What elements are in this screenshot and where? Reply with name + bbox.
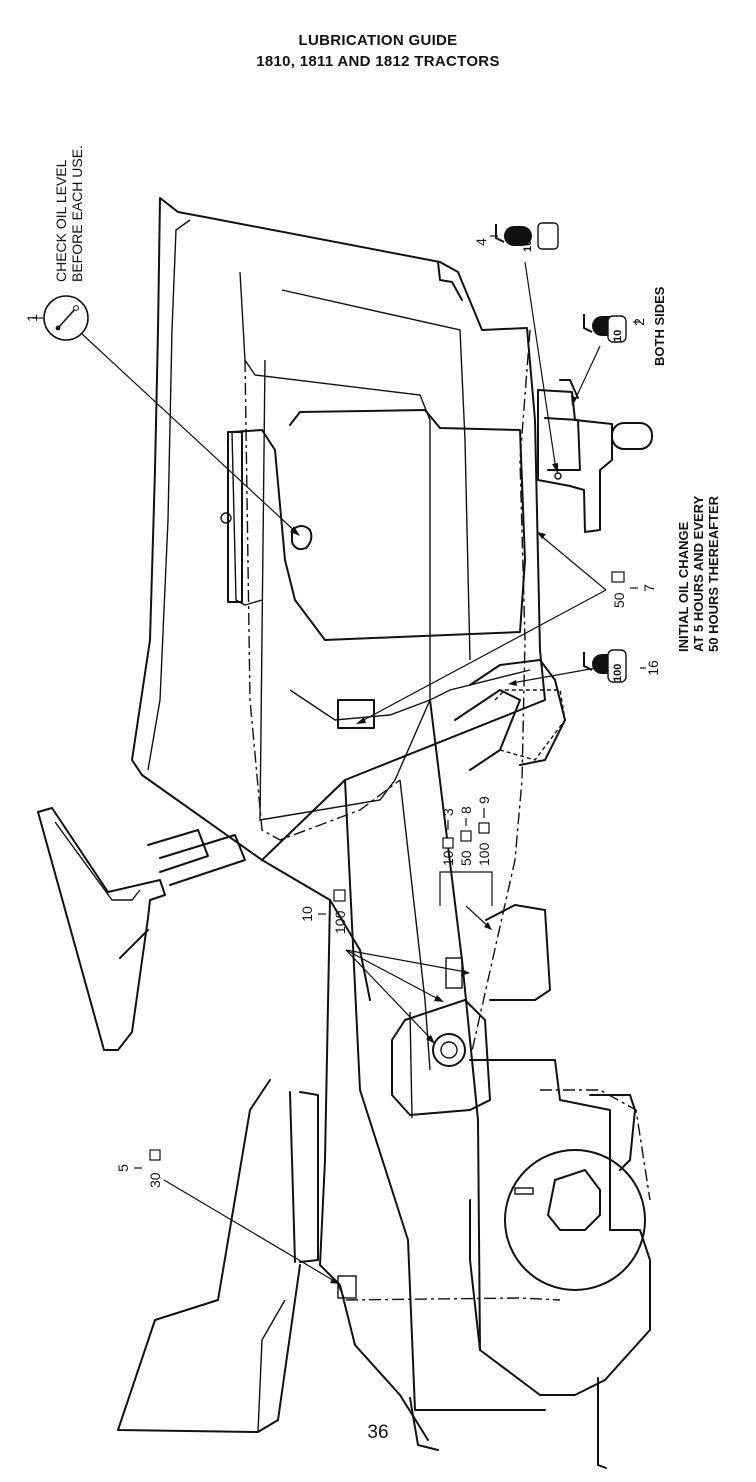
hood-inner-panel — [240, 272, 430, 820]
rear-axle-dash — [336, 1280, 560, 1300]
callouts-3-8-9: 10 3 50 8 100 9 — [440, 796, 492, 930]
oil-change-note-line-1: INITIAL OIL CHANGE — [676, 521, 691, 652]
callout-1: 1 CHECK OIL LEVEL BEFORE EACH USE. — [24, 145, 300, 536]
oil-drain-plug-housing — [338, 700, 374, 728]
callout-hours: 10 — [612, 330, 624, 342]
callout-8-hours: 50 — [458, 850, 474, 866]
callout-number: 5 — [115, 1164, 131, 1172]
pedal-pad — [455, 690, 520, 770]
callout-hours: 10 — [522, 240, 534, 252]
callout-16: 100 16 — [508, 650, 661, 686]
callout-number: 16 — [645, 660, 661, 676]
callout-hours: 100 — [332, 910, 348, 934]
callout-3-number: 3 — [440, 808, 456, 816]
engine-block — [232, 410, 525, 640]
seat-and-fender — [118, 900, 438, 1450]
callout-3-hours: 10 — [440, 850, 456, 866]
callout-8-number: 8 — [458, 806, 474, 814]
callout-9-hours: 100 — [476, 842, 492, 866]
steering-wheel — [38, 808, 208, 1050]
callout-4: 10 4 — [473, 223, 558, 474]
check-oil-note-line-1: CHECK OIL LEVEL — [53, 159, 69, 282]
page-number: 36 — [0, 1422, 756, 1444]
front-axle-assembly — [538, 380, 652, 532]
callout-5: 5 30 — [115, 1150, 340, 1284]
callout-9-number: 9 — [476, 796, 492, 804]
callout-number: 4 — [473, 238, 489, 246]
hood-fastener — [221, 513, 231, 523]
tractor-drawing — [38, 198, 652, 1468]
callout-10: 10 100 — [299, 890, 470, 1044]
frame-rail-mid — [400, 780, 430, 1070]
hood-grille-panel — [282, 290, 470, 660]
check-oil-note-line-2: BEFORE EACH USE. — [69, 145, 85, 282]
frame-rail-bottom — [430, 700, 480, 1350]
callout-hours: 50 — [611, 592, 627, 608]
oil-change-note-line-2: AT 5 HOURS AND EVERY — [691, 495, 706, 652]
callout-number: 7 — [641, 584, 657, 592]
transmission-housing — [470, 1060, 650, 1468]
callout-hours: 100 — [612, 664, 624, 682]
callout-number: 10 — [299, 906, 315, 922]
callout-hours: 30 — [147, 1172, 163, 1188]
callout-2: 10 2 BOTH SIDES — [571, 286, 667, 406]
oil-change-note-line-3: 50 HOURS THEREAFTER — [706, 495, 721, 652]
both-sides-note: BOTH SIDES — [652, 286, 667, 366]
gear-case — [392, 905, 550, 1118]
frame-rail-top — [345, 780, 545, 1410]
pedal-linkage — [495, 690, 565, 760]
